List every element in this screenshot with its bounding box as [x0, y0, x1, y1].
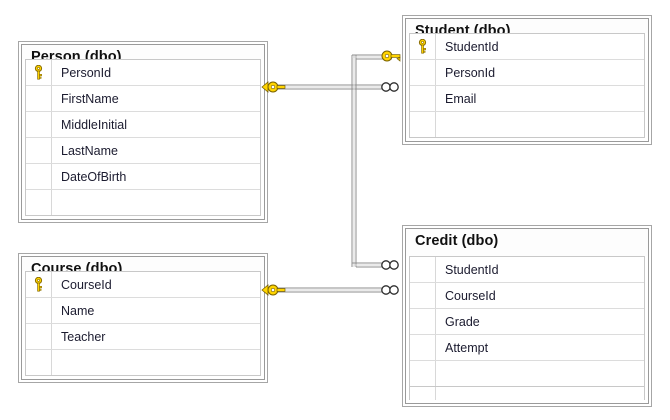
table-course-title: Course (dbo) — [22, 257, 264, 271]
column-name: DateOfBirth — [61, 169, 127, 184]
row-icon-slot — [26, 298, 51, 323]
row-icon-slot — [410, 257, 435, 282]
table-student-title: Student (dbo) — [406, 19, 648, 33]
row-icon-slot — [410, 34, 435, 59]
table-student-columns: StudentId PersonId Email — [409, 33, 645, 138]
relationship-many-endpoint-credit-courseid[interactable] — [378, 282, 402, 299]
column-name: CourseId — [61, 277, 112, 292]
row-icon-slot — [410, 283, 435, 308]
row-icon-slot — [410, 112, 435, 137]
column-name: MiddleInitial — [61, 117, 128, 132]
primary-key-icon — [34, 65, 43, 80]
column-row-new[interactable] — [26, 190, 260, 216]
row-icon-slot — [26, 164, 51, 189]
column-name: FirstName — [61, 91, 119, 106]
column-row-new[interactable] — [410, 112, 644, 138]
table-person-inner: Person (dbo) PersonId — [21, 44, 265, 220]
column-row-studentid[interactable]: StudentId — [410, 257, 644, 283]
column-name: Name — [61, 303, 95, 318]
table-credit-inner: Credit (dbo) StudentId CourseId Grade — [405, 228, 649, 404]
column-row-teacher[interactable]: Teacher — [26, 324, 260, 350]
column-row-middleinitial[interactable]: MiddleInitial — [26, 112, 260, 138]
row-icon-slot — [26, 138, 51, 163]
relationship-key-endpoint-student[interactable] — [378, 48, 404, 66]
primary-key-icon — [34, 277, 43, 292]
column-name: Attempt — [445, 340, 489, 355]
row-icon-slot — [26, 324, 51, 349]
row-icon-slot — [410, 335, 435, 360]
row-icon-slot — [26, 60, 51, 85]
relationship-many-endpoint-student[interactable] — [378, 79, 402, 96]
column-name: LastName — [61, 143, 118, 158]
row-icon-slot — [410, 361, 435, 386]
column-row-attempt[interactable]: Attempt — [410, 335, 644, 361]
column-row-email[interactable]: Email — [410, 86, 644, 112]
table-credit-title: Credit (dbo) — [406, 229, 648, 256]
table-course-inner: Course (dbo) CourseId — [21, 256, 265, 380]
column-row-lastname[interactable]: LastName — [26, 138, 260, 164]
primary-key-icon — [418, 39, 427, 54]
column-row-studentid[interactable]: StudentId — [410, 34, 644, 60]
table-person-columns: PersonId FirstName MiddleInitial LastNam… — [25, 59, 261, 216]
column-name: CourseId — [445, 288, 496, 303]
table-person-title: Person (dbo) — [22, 45, 264, 59]
column-name: Email — [445, 91, 477, 106]
column-row-personid[interactable]: PersonId — [26, 60, 260, 86]
column-row-new[interactable] — [26, 350, 260, 376]
row-icon-slot — [26, 350, 51, 375]
relationship-course-credit[interactable] — [258, 281, 402, 299]
table-credit-columns: StudentId CourseId Grade Attempt — [409, 256, 645, 400]
column-row-name[interactable]: Name — [26, 298, 260, 324]
table-student[interactable]: Student (dbo) StudentId — [402, 15, 652, 145]
table-person[interactable]: Person (dbo) PersonId — [18, 41, 268, 223]
row-icon-slot — [26, 86, 51, 111]
relationship-many-endpoint-credit-studentid[interactable] — [378, 257, 402, 274]
relationship-key-endpoint-course[interactable] — [258, 281, 286, 299]
row-icon-slot — [26, 112, 51, 137]
relationship-person-student[interactable] — [258, 78, 402, 96]
table-course-columns: CourseId Name Teacher — [25, 271, 261, 376]
row-icon-slot — [410, 60, 435, 85]
column-row-firstname[interactable]: FirstName — [26, 86, 260, 112]
column-row-personid[interactable]: PersonId — [410, 60, 644, 86]
column-row-grade[interactable]: Grade — [410, 309, 644, 335]
column-name: Teacher — [61, 329, 106, 344]
column-name: PersonId — [61, 65, 112, 80]
relationship-key-endpoint-person[interactable] — [258, 78, 286, 96]
column-name: PersonId — [445, 65, 496, 80]
row-icon-slot — [410, 309, 435, 334]
column-row-dateofbirth[interactable]: DateOfBirth — [26, 164, 260, 190]
table-course[interactable]: Course (dbo) CourseId — [18, 253, 268, 383]
column-name: StudentId — [445, 39, 499, 54]
column-row-courseid[interactable]: CourseId — [410, 283, 644, 309]
row-icon-slot — [26, 190, 51, 215]
column-row-courseid[interactable]: CourseId — [26, 272, 260, 298]
row-icon-slot — [410, 86, 435, 111]
table-student-inner: Student (dbo) StudentId — [405, 18, 649, 142]
table-credit[interactable]: Credit (dbo) StudentId CourseId Grade — [402, 225, 652, 407]
column-name: StudentId — [445, 262, 499, 277]
column-row-new[interactable] — [410, 361, 644, 387]
row-icon-slot — [26, 272, 51, 297]
column-name: Grade — [445, 314, 480, 329]
